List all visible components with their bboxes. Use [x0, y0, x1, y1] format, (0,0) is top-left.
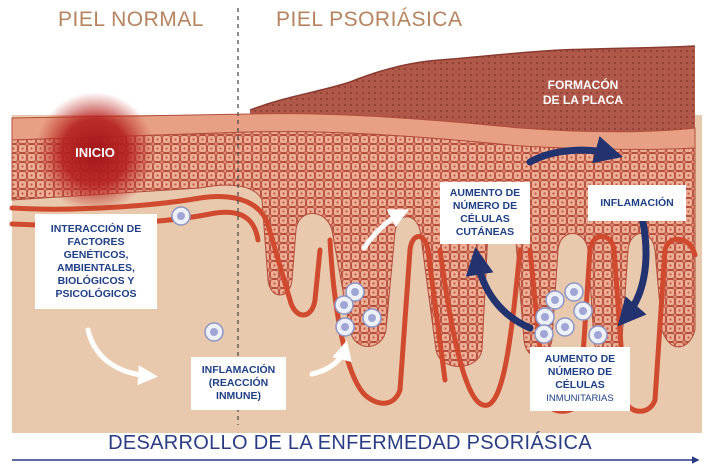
- inflammation-immune-line: INFLAMACIÓN: [201, 364, 276, 376]
- plaque-label-line2: DE LA PLACA: [542, 93, 624, 107]
- header-normal-skin: PIEL NORMAL: [58, 8, 204, 31]
- inflammation-box: INFLAMACIÓN: [588, 185, 686, 221]
- plaque-label-line1: FORMACÓN: [547, 78, 619, 92]
- inflammation-immune-line: INMUNE): [216, 390, 261, 402]
- immune-cells-line: CÉLULAS: [555, 379, 605, 391]
- factors-line: PSICOLÓGICOS: [55, 287, 137, 300]
- plaque-label: FORMACÓN DE LA PLACA: [518, 78, 648, 108]
- immune-cells-line: NÚMERO DE: [547, 366, 613, 378]
- immune-cells-line: INMUNITARIAS: [546, 393, 614, 404]
- start-label: INICIO: [75, 145, 115, 160]
- skin-cells-line: AUMENTO DE: [449, 187, 521, 199]
- factors-line: INTERACCIÓN DE: [50, 222, 142, 235]
- factors-box: INTERACCIÓN DE FACTORES GENÉTICOS, AMBIE…: [35, 214, 157, 309]
- inflammation-label: INFLAMACIÓN: [600, 196, 674, 209]
- inflammation-immune-line: (REACCIÓN: [208, 377, 269, 389]
- factors-line: GENÉTICOS,: [63, 248, 129, 261]
- footer-title: DESARROLLO DE LA ENFERMEDAD PSORIÁSICA: [108, 432, 592, 454]
- start-glow: [35, 92, 155, 212]
- factors-line: FACTORES: [67, 235, 125, 248]
- immune-cells-box: AUMENTO DE NÚMERO DE CÉLULAS INMUNITARIA…: [530, 347, 630, 411]
- immune-cells-line: AUMENTO DE: [544, 353, 616, 365]
- skin-cells-line: NÚMERO DE: [452, 200, 518, 212]
- skin-cells-line: CUTÁNEAS: [455, 226, 515, 238]
- factors-line: BIOLÓGICOS Y: [57, 274, 135, 287]
- cycle-arrows: [465, 136, 650, 332]
- header-psoriatic-skin: PIEL PSORIÁSICA: [276, 8, 463, 31]
- skin-cells-box: AUMENTO DE NÚMERO DE CÉLULAS CUTÁNEAS: [440, 182, 530, 244]
- progress-arrows: [85, 209, 410, 386]
- immune-cells: [171, 206, 608, 345]
- skin-cells-line: CÉLULAS: [460, 213, 510, 225]
- factors-line: AMBIENTALES,: [57, 261, 135, 274]
- inflammation-immune-box: INFLAMACIÓN (REACCIÓN INMUNE): [191, 357, 286, 410]
